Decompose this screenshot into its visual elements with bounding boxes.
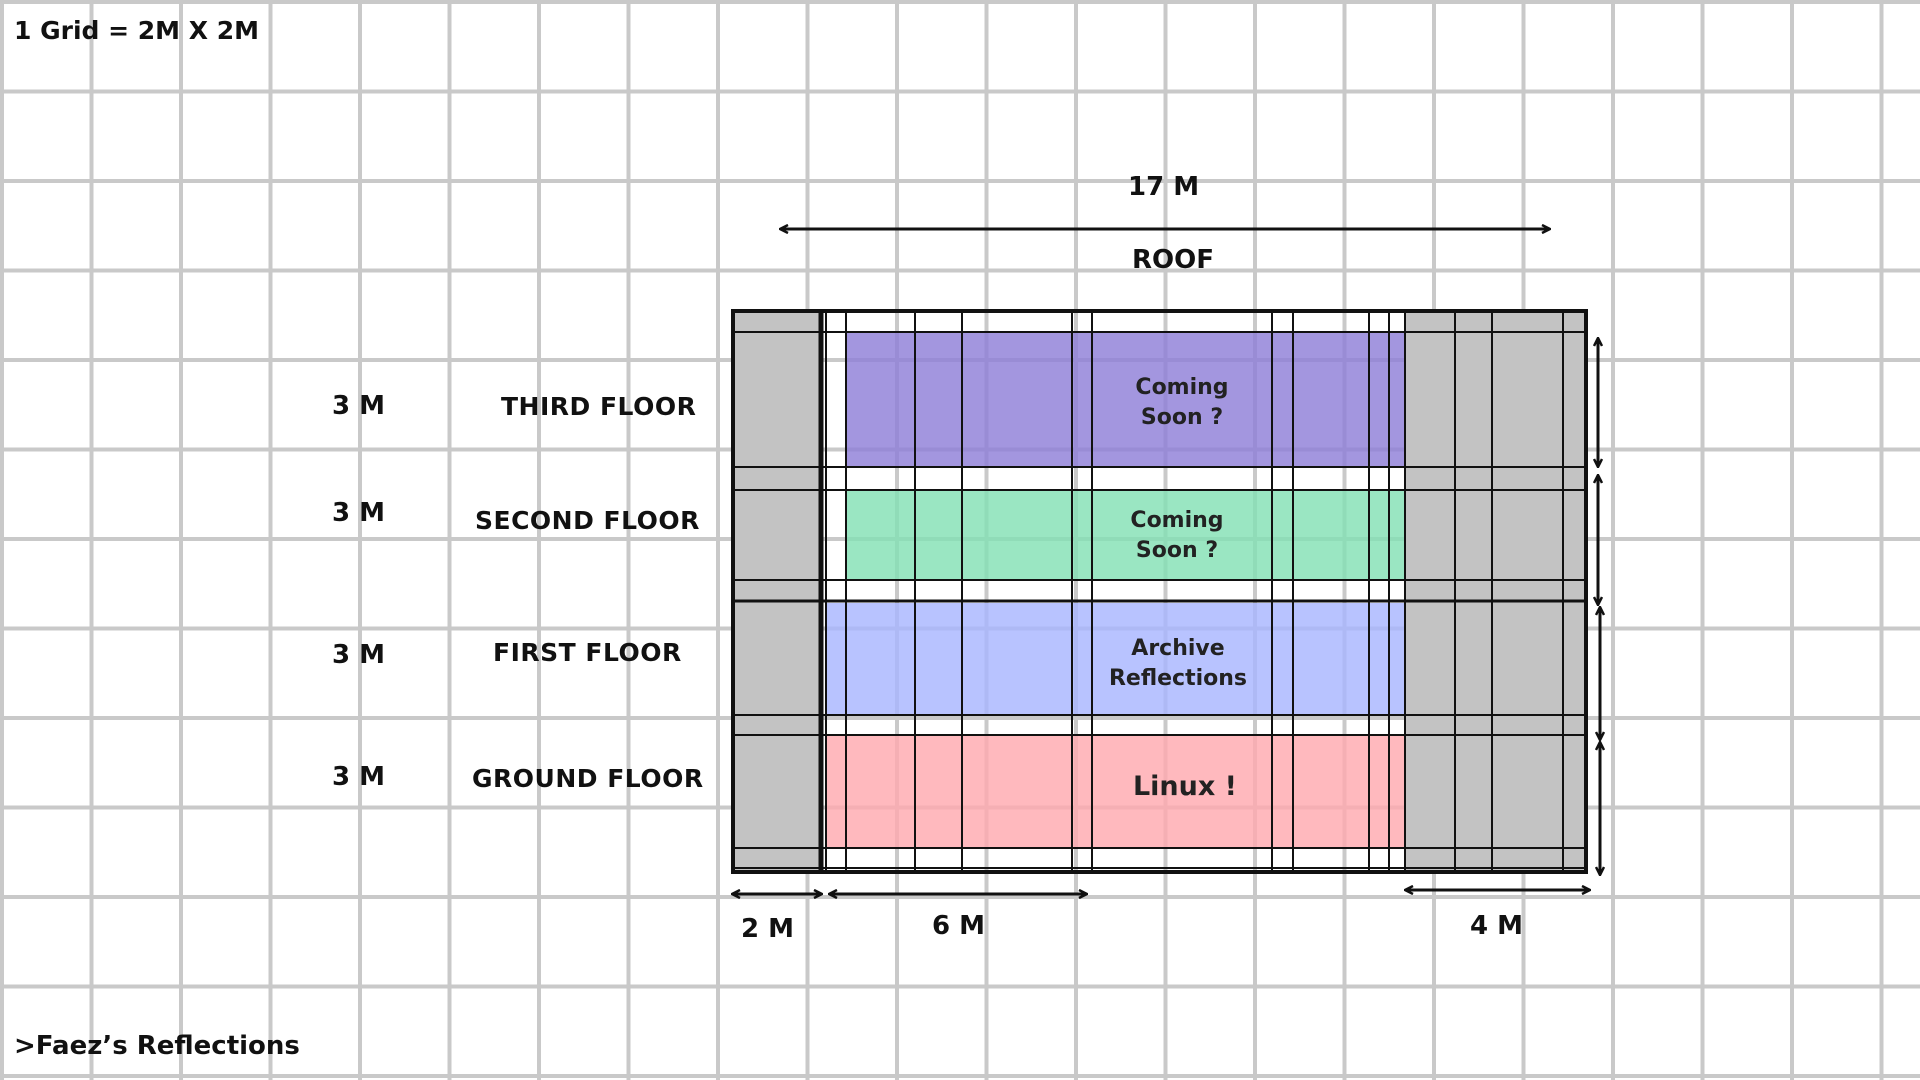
third-floor-label: THIRD FLOOR bbox=[501, 392, 697, 421]
ground-floor-height: 3 M bbox=[332, 762, 386, 792]
right-side-block bbox=[1405, 311, 1586, 872]
third-floor-height: 3 M bbox=[332, 391, 386, 421]
ground-floor-room-text: Linux ! bbox=[1132, 771, 1238, 802]
third-floor-room-text: Coming Soon ? bbox=[1135, 375, 1229, 431]
credit-text: >Faez’s Reflections bbox=[14, 1031, 300, 1061]
room-third-floor bbox=[846, 332, 1405, 467]
room-second-floor bbox=[846, 490, 1405, 580]
first-floor-label: FIRST FLOOR bbox=[493, 638, 682, 667]
second-floor-height: 3 M bbox=[332, 498, 386, 528]
structural-frame bbox=[731, 309, 1588, 874]
room-ground-floor bbox=[826, 736, 1405, 848]
bottom-middle-dimension-label: 6 M bbox=[932, 911, 986, 941]
bottom-left-dimension-label: 2 M bbox=[741, 914, 795, 944]
first-floor-height: 3 M bbox=[332, 640, 386, 670]
second-floor-room-text: Coming Soon ? bbox=[1130, 508, 1224, 564]
width-label: 17 M bbox=[1128, 172, 1200, 202]
left-side-block bbox=[733, 311, 821, 872]
scale-note: 1 Grid = 2M X 2M bbox=[14, 16, 259, 45]
first-floor-room-text: Archive Reflections bbox=[1108, 636, 1248, 692]
room-first-floor bbox=[826, 603, 1405, 715]
ground-floor-label: GROUND FLOOR bbox=[472, 764, 704, 793]
bottom-right-dimension-label: 4 M bbox=[1470, 911, 1524, 941]
second-floor-label: SECOND FLOOR bbox=[475, 506, 700, 535]
roof-label: ROOF bbox=[1132, 245, 1214, 275]
